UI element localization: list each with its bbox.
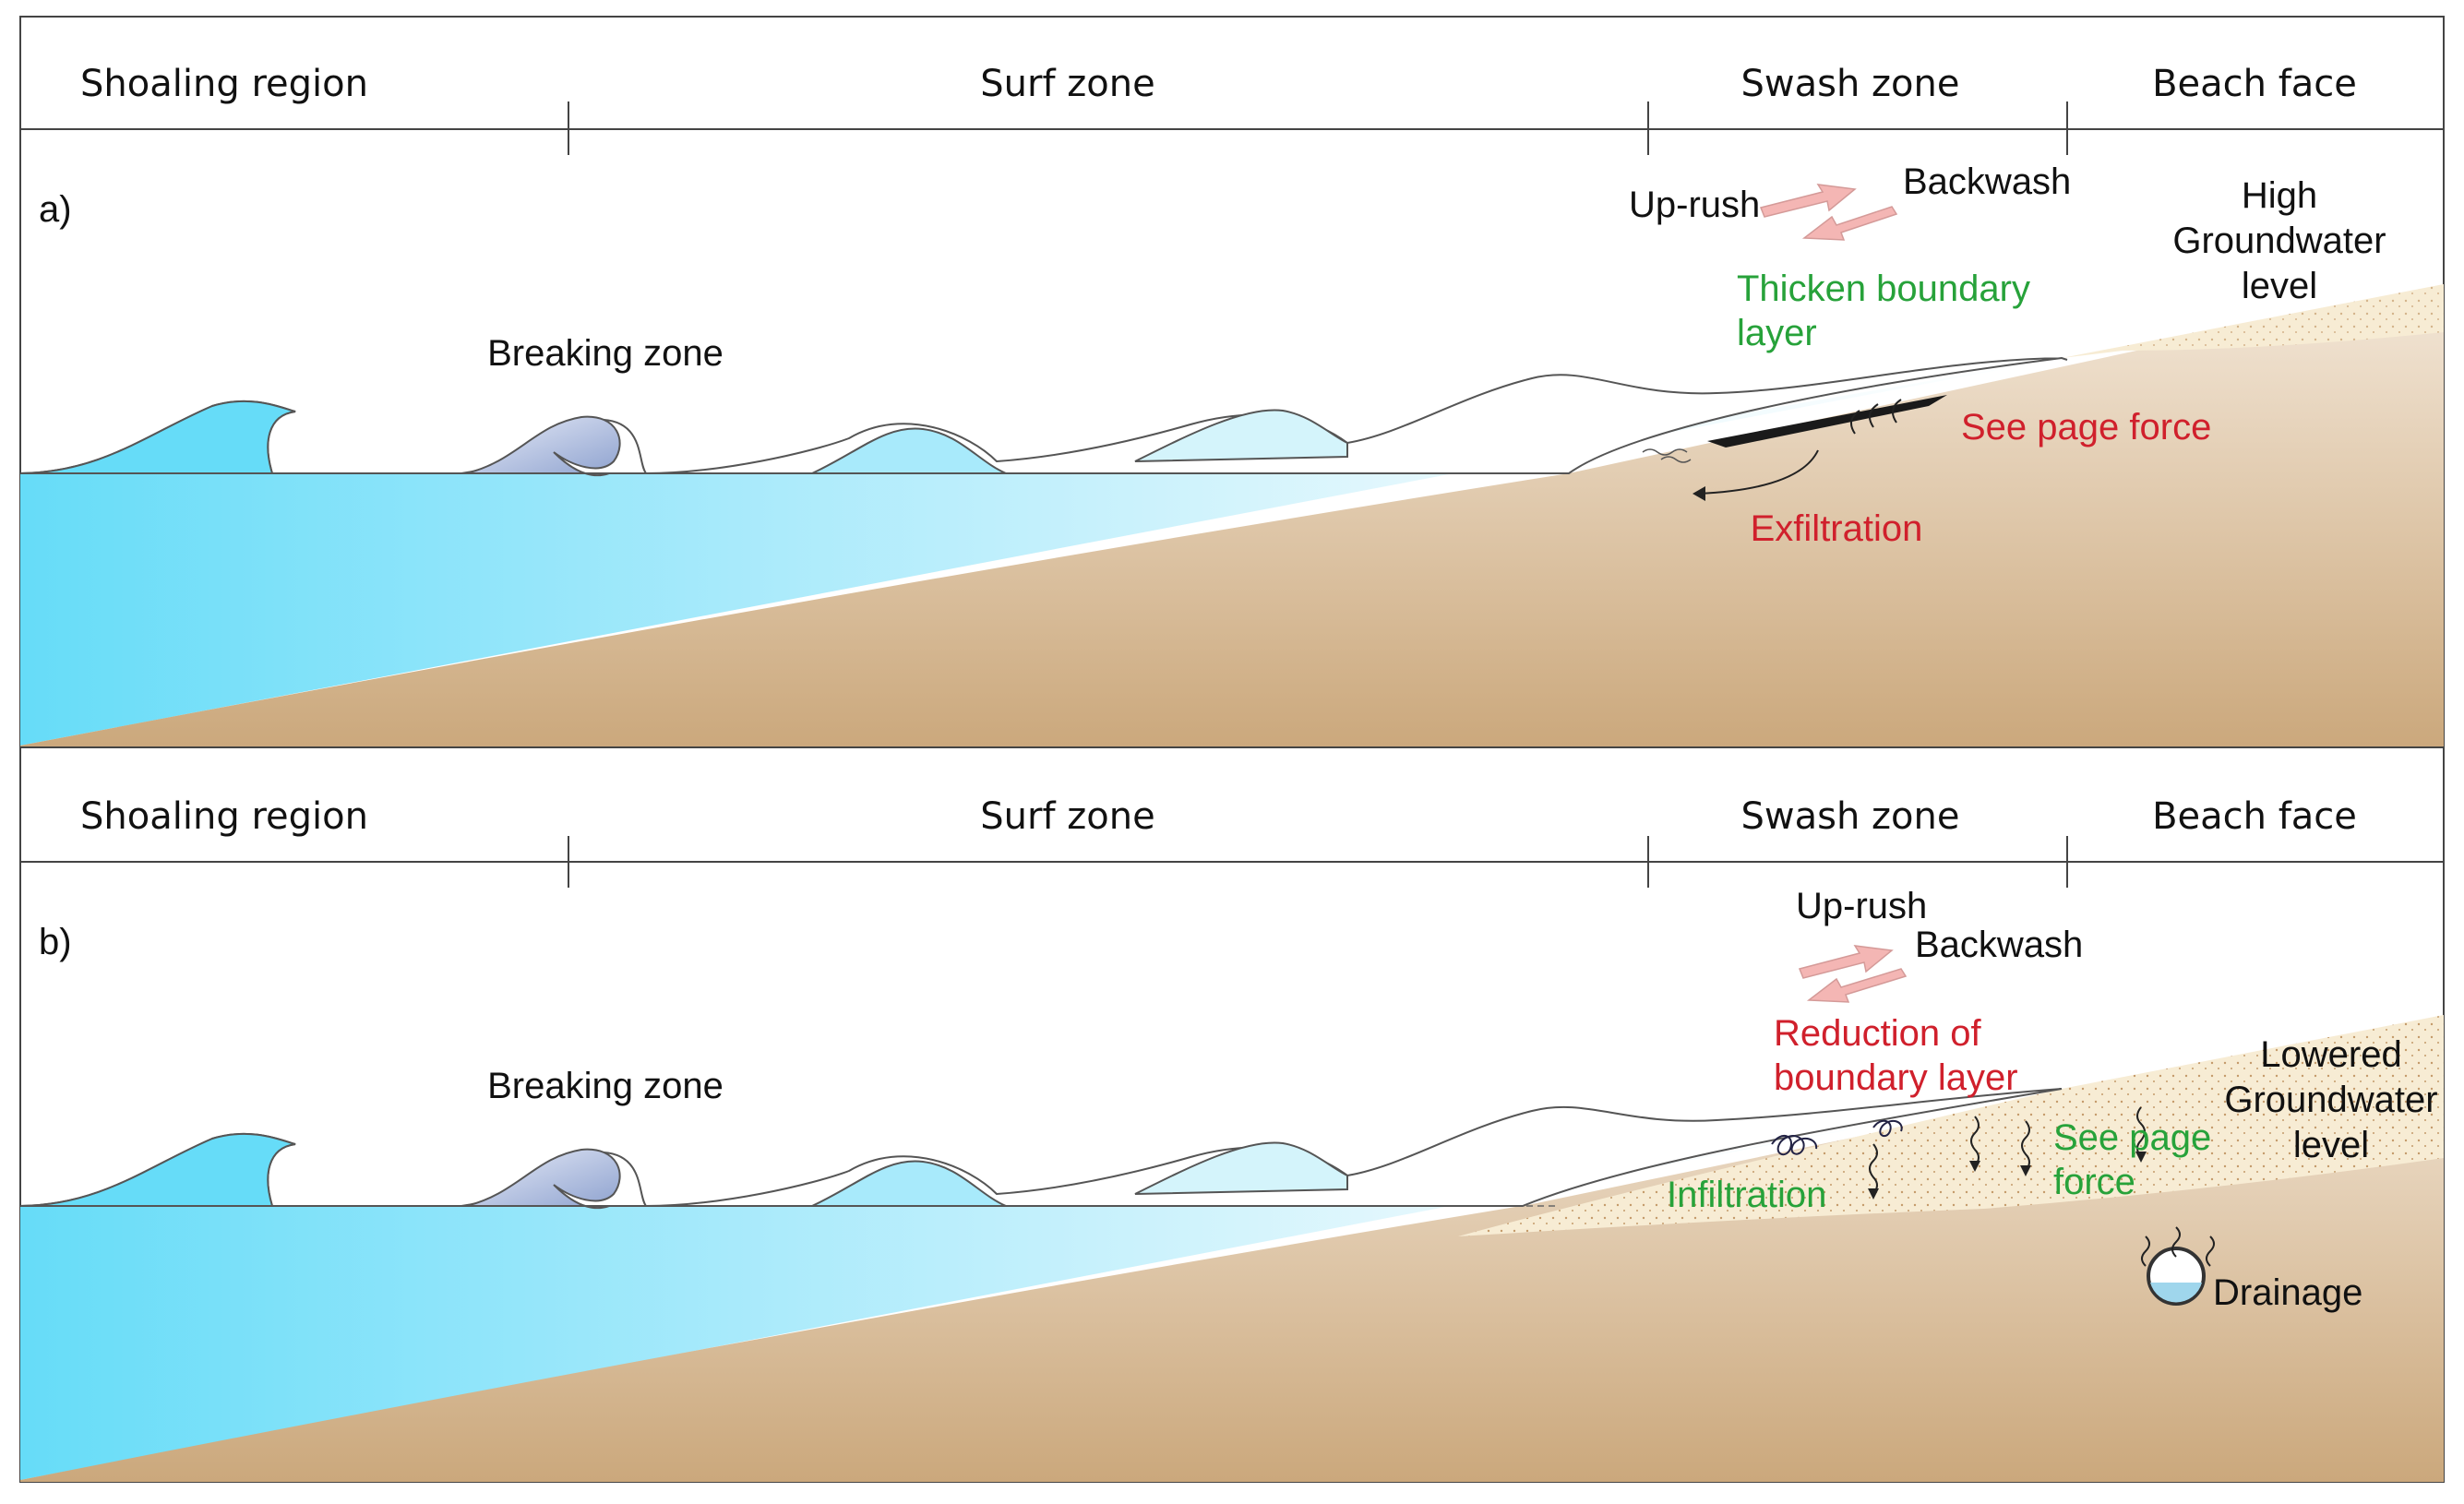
panel-b-infiltration-head-3 bbox=[2020, 1165, 2031, 1176]
panel-a-tag: a) bbox=[39, 189, 72, 230]
panel-b-backwash-arrow bbox=[1806, 968, 1908, 1003]
panel-b-gw-label-1: Lowered bbox=[2260, 1034, 2401, 1075]
panel-b-gw-label-2: Groundwater bbox=[2224, 1080, 2437, 1120]
panel-b-infiltration-arrows bbox=[1869, 1106, 2146, 1195]
panel-b-tag: b) bbox=[39, 922, 72, 962]
panel-b-reduction-label-2: boundary layer bbox=[1774, 1057, 2018, 1098]
panel-a-seepage-arrows bbox=[1850, 399, 1902, 435]
panel-b-sand bbox=[20, 1015, 2444, 1482]
panel-a-foam bbox=[1642, 448, 1692, 463]
panel-a-boundary-label-2: layer bbox=[1737, 313, 1817, 353]
panel-a-crest-1 bbox=[19, 400, 296, 474]
panel-b-infiltration-head-1 bbox=[1868, 1188, 1879, 1200]
panel-b-infiltration-head-2 bbox=[1969, 1161, 1980, 1172]
panel-a-breaking-curl bbox=[465, 415, 621, 477]
panel-a-gw-label-1: High bbox=[2242, 175, 2317, 216]
panel-a-gw-label-3: level bbox=[2242, 266, 2317, 306]
panel-a-backwash-label: Backwash bbox=[1903, 161, 2071, 202]
panel-a-sand bbox=[20, 284, 2444, 747]
panel-b-crest-2 bbox=[811, 1160, 1007, 1207]
panel-a-exfiltration-label: Exfiltration bbox=[1751, 508, 1923, 549]
panel-b-uprush-label: Up-rush bbox=[1796, 886, 1927, 926]
panel-b-seepage-label-2: force bbox=[2053, 1162, 2135, 1202]
panel-a-exfiltration-arrowhead bbox=[1693, 486, 1705, 501]
panel-b-drain-water bbox=[2150, 1283, 2202, 1303]
panel-b-crest-1 bbox=[19, 1132, 296, 1207]
panel-a: Shoaling region Surf zone Swash zone Bea… bbox=[19, 16, 2445, 748]
panel-a-uprush-arrow bbox=[1759, 184, 1857, 218]
panel-a-zone-surf: Surf zone bbox=[980, 63, 1154, 105]
panel-b-zone-swash: Swash zone bbox=[1741, 795, 1960, 838]
panel-b-infiltration-head-4 bbox=[2135, 1152, 2147, 1163]
panel-b-backwash-label: Backwash bbox=[1915, 925, 2083, 965]
panel-a-crest-2 bbox=[811, 427, 1007, 474]
panel-a-exfiltration-arrow bbox=[1697, 449, 1819, 495]
panel-b-uprush-arrow bbox=[1798, 945, 1894, 979]
panel-b-infiltration-label: Infiltration bbox=[1667, 1175, 1826, 1215]
panel-b-zone-surf: Surf zone bbox=[980, 795, 1154, 838]
panel-b-breaking-curl bbox=[465, 1148, 621, 1210]
panel-a-zone-beach: Beach face bbox=[2152, 63, 2357, 105]
panel-a-zone-shoaling: Shoaling region bbox=[80, 63, 368, 105]
panel-a-boundary-label-1: Thicken boundary bbox=[1737, 269, 2030, 309]
panel-b-turbulence bbox=[1771, 1119, 1903, 1156]
panel-a-breaking-zone-label: Breaking zone bbox=[487, 333, 724, 374]
panel-a-header-border bbox=[19, 16, 2445, 130]
panel-b-reduction-label-1: Reduction of bbox=[1774, 1013, 1981, 1054]
panel-a-backwash-arrow bbox=[1801, 206, 1898, 241]
panel-a-gw-label-2: Groundwater bbox=[2172, 221, 2386, 261]
panel-a-crest-3 bbox=[1134, 409, 1348, 462]
panel-b-crest-3 bbox=[1134, 1141, 1348, 1195]
panel-a-boundary-layer bbox=[1707, 395, 1947, 448]
panel-b: Shoaling region Surf zone Swash zone Bea… bbox=[19, 746, 2445, 1483]
panel-b-zone-shoaling: Shoaling region bbox=[80, 795, 368, 838]
panel-b-header-border bbox=[19, 746, 2445, 863]
panel-b-zone-beach: Beach face bbox=[2152, 795, 2357, 838]
panel-a-zone-swash: Swash zone bbox=[1741, 63, 1960, 105]
panel-b-drainage-label: Drainage bbox=[2213, 1272, 2362, 1313]
panel-b-drain-inflow bbox=[2141, 1226, 2215, 1267]
panel-b-gw-label-3: level bbox=[2293, 1125, 2369, 1165]
panel-a-seepage-label: See page force bbox=[1961, 407, 2211, 448]
panel-b-seepage-label-1: See page bbox=[2053, 1117, 2211, 1158]
panel-b-breaking-zone-label: Breaking zone bbox=[487, 1066, 724, 1106]
panel-a-uprush-label: Up-rush bbox=[1629, 185, 1760, 225]
